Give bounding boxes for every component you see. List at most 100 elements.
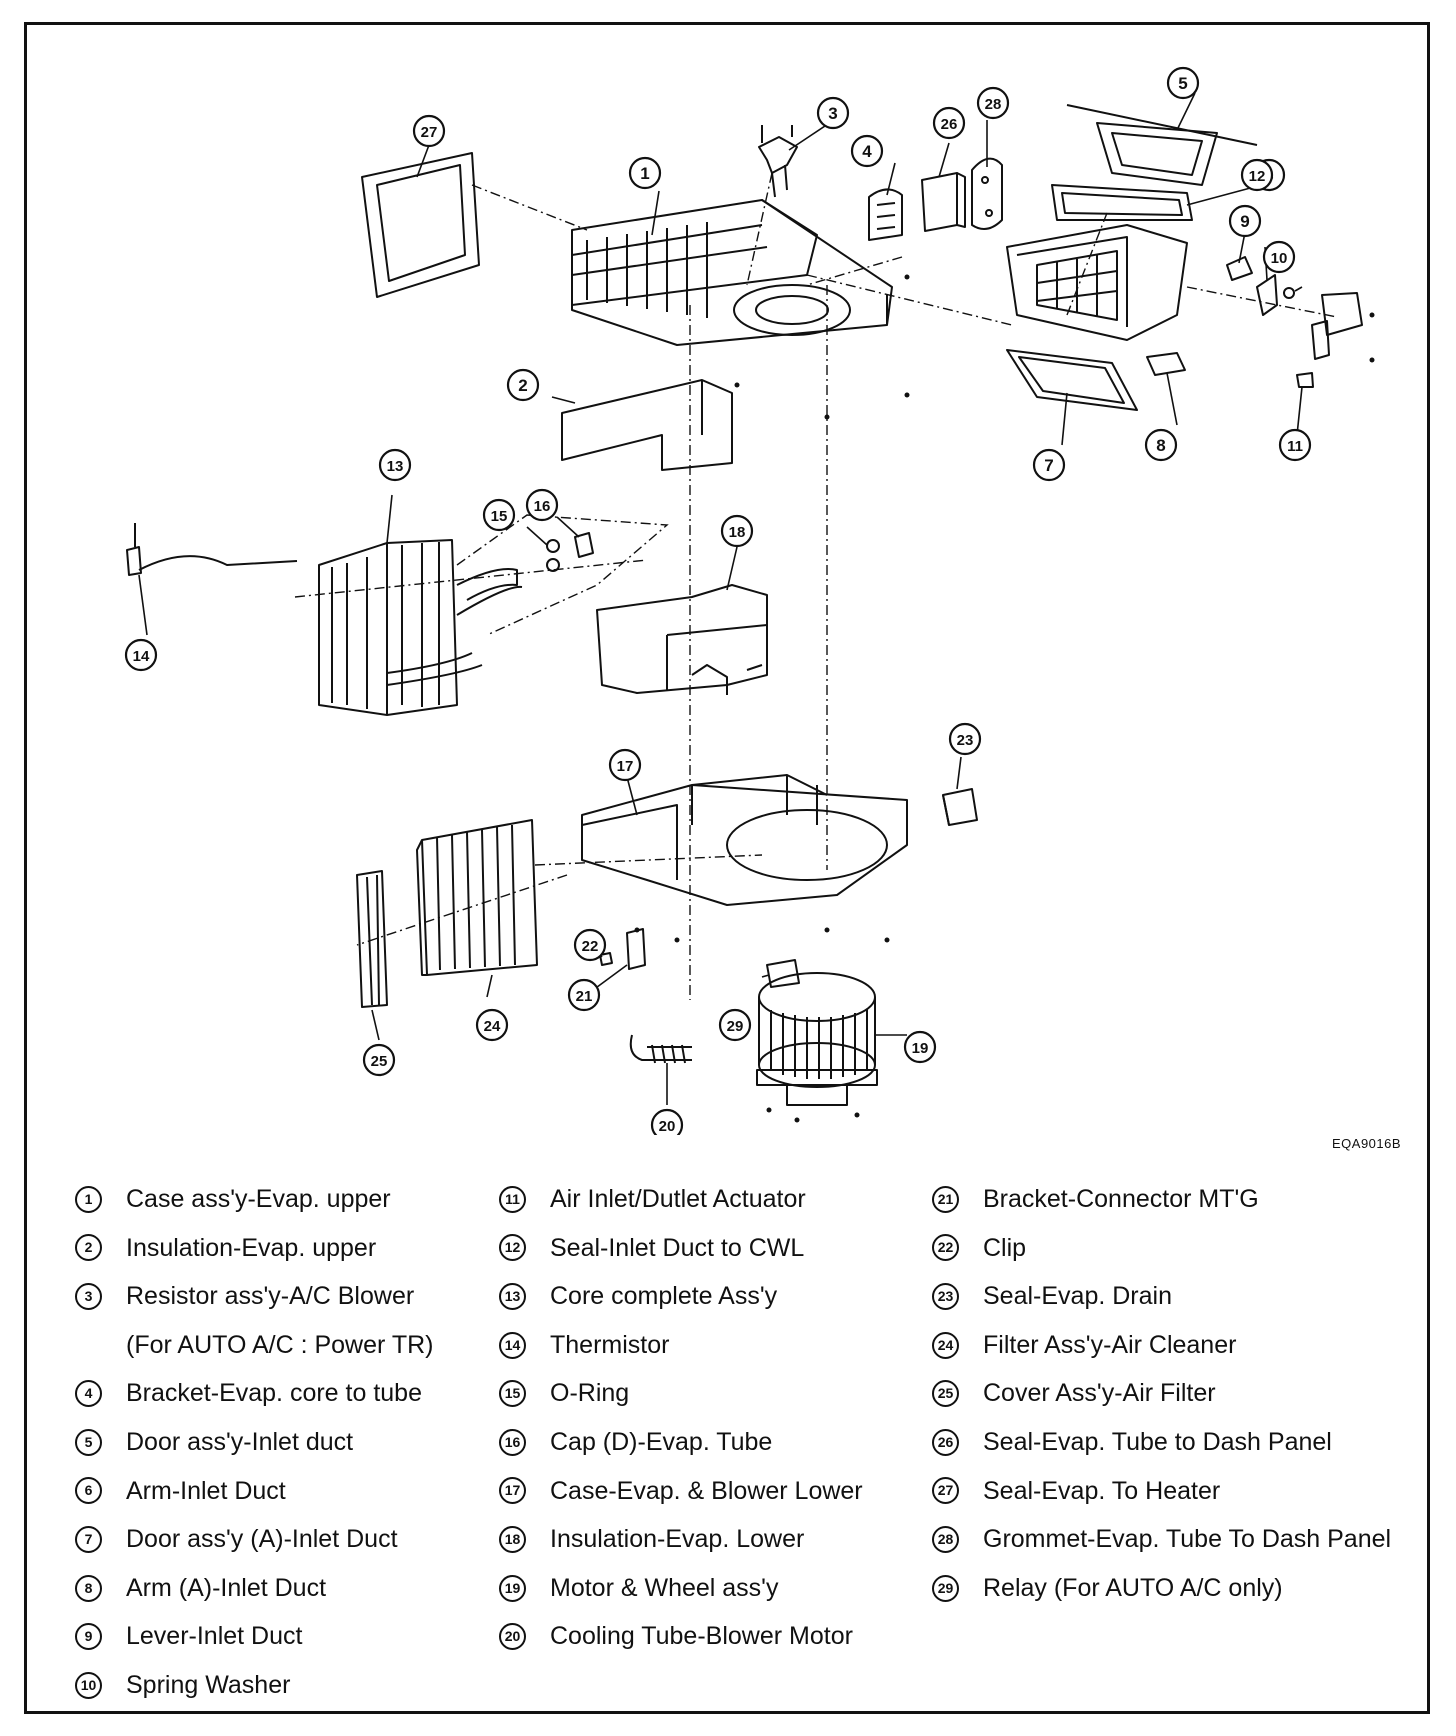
legend-item: 21 Bracket-Connector MT'G bbox=[932, 1175, 1391, 1224]
legend-number: 7 bbox=[75, 1525, 102, 1553]
legend-number: 28 bbox=[932, 1525, 959, 1553]
legend-number: 20 bbox=[499, 1623, 526, 1651]
part-core-complete bbox=[318, 539, 523, 716]
legend-text: Filter Ass'y-Air Cleaner bbox=[983, 1330, 1237, 1359]
legend-text: Lever-Inlet Duct bbox=[126, 1622, 303, 1651]
callout-17: 17 bbox=[608, 748, 642, 782]
part-air-inlet-actuator bbox=[1296, 292, 1363, 388]
callout-label: 10 bbox=[1271, 250, 1288, 267]
legend-number: 14 bbox=[499, 1331, 526, 1359]
legend-text: Bracket-Connector MT'G bbox=[983, 1185, 1259, 1213]
legend-item: 7 Door ass'y (A)-Inlet Duct bbox=[75, 1515, 433, 1564]
callout-29: 29 bbox=[718, 1008, 752, 1042]
callout-14: 14 bbox=[124, 638, 158, 672]
part-case-evap-upper bbox=[571, 199, 893, 346]
part-cooling-tube bbox=[629, 1034, 692, 1064]
callout-label: 4 bbox=[862, 142, 872, 161]
callout-label: 5 bbox=[1178, 74, 1187, 93]
legend-number: 5 bbox=[75, 1428, 102, 1456]
legend-text: Door ass'y (A)-Inlet Duct bbox=[126, 1525, 398, 1554]
legend-number: 21 bbox=[932, 1185, 959, 1213]
callout-label: 22 bbox=[582, 938, 599, 955]
callout-13: 13 bbox=[378, 448, 412, 482]
callout-label: 19 bbox=[912, 1040, 929, 1057]
legend-text: Cover Ass'y-Air Filter bbox=[983, 1379, 1216, 1408]
legend-text: Seal-Inlet Duct to CWL bbox=[550, 1233, 805, 1262]
part-door-inlet-duct bbox=[1066, 104, 1258, 186]
callout-label: 3 bbox=[828, 104, 837, 123]
part-cap-evap-tube bbox=[574, 532, 594, 558]
legend-text: Seal-Evap. To Heater bbox=[983, 1476, 1221, 1505]
legend-text: Clip bbox=[983, 1233, 1027, 1262]
callout-label: 2 bbox=[518, 376, 527, 395]
legend-text: O-Ring bbox=[550, 1379, 630, 1408]
callout-label: 24 bbox=[484, 1018, 501, 1035]
callout-label: 17 bbox=[617, 758, 634, 775]
callout-1: 1 bbox=[628, 156, 662, 190]
legend-text: Resistor ass'y-A/C Blower bbox=[126, 1282, 415, 1311]
legend-number: 6 bbox=[75, 1477, 102, 1505]
callout-label: 9 bbox=[1240, 212, 1249, 231]
part-lever-inlet-duct bbox=[1256, 274, 1278, 316]
callout-5: 5 bbox=[1166, 66, 1200, 100]
part-cover-air-filter bbox=[356, 870, 388, 1008]
callout-label: 14 bbox=[133, 648, 150, 665]
legend-number: 18 bbox=[499, 1525, 526, 1553]
callout-21: 21 bbox=[567, 978, 601, 1012]
callout-20: 20 bbox=[650, 1108, 684, 1135]
legend-item: 15 O-Ring bbox=[499, 1369, 863, 1418]
part-seal-evap-tube-dash bbox=[921, 172, 966, 232]
legend-number: 13 bbox=[499, 1282, 526, 1310]
legend-item: (For AUTO A/C : Power TR) bbox=[75, 1321, 433, 1370]
part-filter-air-cleaner bbox=[416, 819, 538, 976]
legend-text: Spring Washer bbox=[126, 1670, 291, 1699]
part-motor-wheel bbox=[756, 972, 878, 1106]
legend-text: Core complete Ass'y bbox=[550, 1282, 778, 1311]
legend-number: 15 bbox=[499, 1380, 526, 1408]
part-insulation-evap-upper bbox=[561, 379, 733, 471]
exploded-view-diagram: 1234567891011121314151617181920212223242… bbox=[124, 66, 1375, 1135]
callout-3: 3 bbox=[816, 96, 850, 130]
callout-9: 9 bbox=[1228, 204, 1262, 238]
legend-text: Cooling Tube-Blower Motor bbox=[550, 1622, 853, 1651]
legend-number: 3 bbox=[75, 1282, 102, 1310]
legend-text: Thermistor bbox=[550, 1330, 670, 1359]
legend-number: 16 bbox=[499, 1428, 526, 1456]
legend-text: Door ass'y-Inlet duct bbox=[126, 1427, 354, 1456]
callout-12: 12 bbox=[1240, 158, 1274, 192]
callout-label: 11 bbox=[1287, 438, 1303, 455]
callout-label: 20 bbox=[659, 1118, 676, 1135]
callout-25: 25 bbox=[362, 1043, 396, 1077]
legend-number: 8 bbox=[75, 1574, 102, 1602]
callout-label: 12 bbox=[1249, 168, 1266, 185]
callout-18: 18 bbox=[720, 514, 754, 548]
legend-text: Case-Evap. & Blower Lower bbox=[550, 1476, 863, 1505]
legend-number: 29 bbox=[932, 1574, 959, 1602]
part-grommet-evap-tube bbox=[971, 157, 1003, 230]
part-inlet-duct-housing bbox=[1006, 224, 1188, 341]
legend-number: 12 bbox=[499, 1234, 526, 1262]
legend-number: 23 bbox=[932, 1282, 959, 1310]
callout-28: 28 bbox=[976, 86, 1010, 120]
legend-item: 20 Cooling Tube-Blower Motor bbox=[499, 1612, 863, 1661]
part-o-ring bbox=[546, 539, 560, 572]
part-clip bbox=[599, 952, 613, 966]
legend-text: Bracket-Evap. core to tube bbox=[126, 1379, 422, 1408]
part-resistor-ac-blower bbox=[758, 125, 798, 198]
legend-text: Seal-Evap. Tube to Dash Panel bbox=[983, 1427, 1332, 1456]
callout-label: 8 bbox=[1156, 436, 1165, 455]
callout-4: 4 bbox=[850, 134, 884, 168]
legend-text: Cap (D)-Evap. Tube bbox=[550, 1427, 773, 1456]
